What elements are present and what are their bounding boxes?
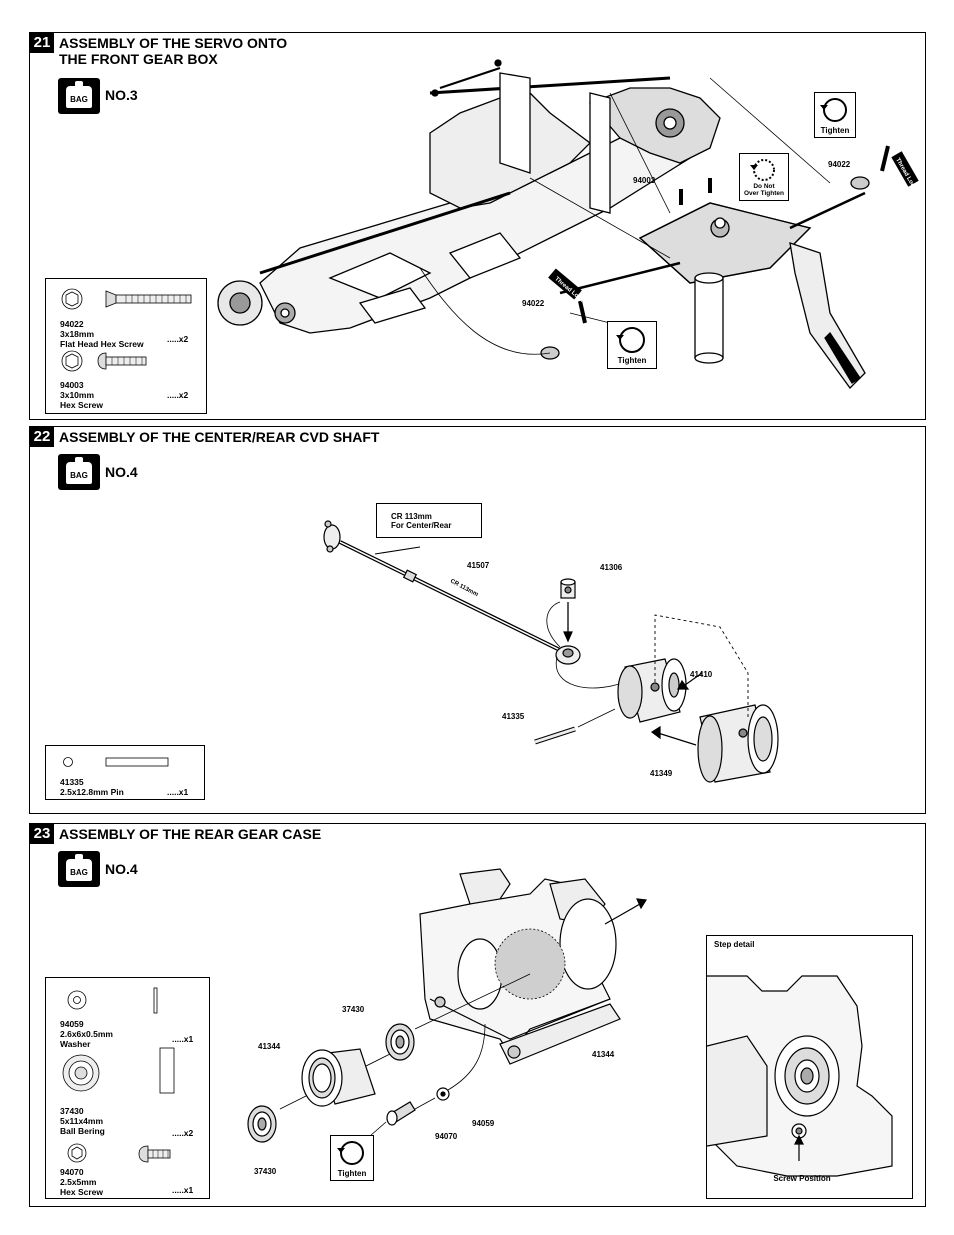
dotted-circle-icon bbox=[750, 159, 775, 181]
bag-number: NO.3 bbox=[105, 87, 138, 103]
label-41344-right: 41344 bbox=[592, 1050, 615, 1059]
step-number: 22 bbox=[30, 427, 54, 447]
label-41349: 41349 bbox=[650, 769, 673, 778]
step-23-panel: 23 ASSEMBLY OF THE REAR GEAR CASE BAG NO… bbox=[29, 823, 926, 1207]
step-number: 23 bbox=[30, 824, 54, 844]
label-41306: 41306 bbox=[600, 563, 623, 572]
label-94003: 94003 bbox=[633, 176, 656, 185]
shaft-marking: CR 113mm bbox=[449, 578, 479, 598]
do-not-over-tighten-callout: Do Not Over Tighten bbox=[739, 153, 789, 201]
pin-icon bbox=[105, 757, 169, 767]
label-94070: 94070 bbox=[435, 1132, 458, 1141]
bag-number: NO.4 bbox=[105, 464, 138, 480]
step-title: ASSEMBLY OF THE REAR GEAR CASE bbox=[59, 826, 322, 842]
label-37430-bottom: 37430 bbox=[254, 1167, 277, 1176]
rotate-arrow-icon bbox=[616, 327, 645, 353]
shaft-size-callout: CR 113mm For Center/Rear bbox=[376, 503, 482, 538]
bag-icon: BAG bbox=[58, 851, 100, 887]
hex-screw-icon bbox=[138, 1145, 149, 1163]
tighten-callout: Tighten bbox=[330, 1135, 374, 1181]
cvd-shaft-drawing: CR 113mm bbox=[323, 520, 779, 783]
tighten-callout-bottom: Tighten bbox=[607, 321, 657, 369]
bag-icon: BAG bbox=[58, 454, 100, 490]
label-94022-right: 94022 bbox=[828, 160, 851, 169]
hex-head-icon bbox=[65, 291, 79, 307]
rotate-arrow-icon bbox=[820, 98, 847, 122]
step-21-panel: 21 ASSEMBLY OF THE SERVO ONTO THE FRONT … bbox=[29, 32, 926, 420]
hex-head-icon bbox=[65, 353, 79, 369]
screw-position-detail bbox=[707, 975, 893, 1177]
label-41410: 41410 bbox=[690, 670, 713, 679]
step-title: ASSEMBLY OF THE SERVO ONTO THE FRONT GEA… bbox=[59, 35, 288, 67]
step-detail-box: Step detail Screw Position bbox=[706, 935, 913, 1199]
washer-icon bbox=[67, 990, 87, 1010]
flat-head-screw-icon bbox=[105, 290, 117, 308]
label-94059: 94059 bbox=[472, 1119, 495, 1128]
bag-icon: BAG bbox=[58, 78, 100, 114]
tighten-callout-top: Tighten bbox=[814, 92, 856, 138]
label-94022-left: 94022 bbox=[522, 299, 545, 308]
rear-gear-case-drawing bbox=[247, 868, 648, 1143]
bag-number: NO.4 bbox=[105, 861, 138, 877]
label-41344-left: 41344 bbox=[258, 1042, 281, 1051]
hex-head-icon bbox=[67, 1143, 87, 1163]
label-37430-top: 37430 bbox=[342, 1005, 365, 1014]
step-22-panel: 22 ASSEMBLY OF THE CENTER/REAR CVD SHAFT… bbox=[29, 426, 926, 814]
pin-end-icon bbox=[63, 757, 73, 767]
step-number: 21 bbox=[30, 33, 54, 53]
step-title: ASSEMBLY OF THE CENTER/REAR CVD SHAFT bbox=[59, 429, 380, 445]
label-41335: 41335 bbox=[502, 712, 525, 721]
hex-screw-icon bbox=[97, 352, 107, 370]
rotate-arrow-icon bbox=[337, 1141, 364, 1165]
label-41507: 41507 bbox=[467, 561, 490, 570]
front-gearbox-servo-drawing: Thread Lock Thread Lock bbox=[217, 59, 919, 389]
